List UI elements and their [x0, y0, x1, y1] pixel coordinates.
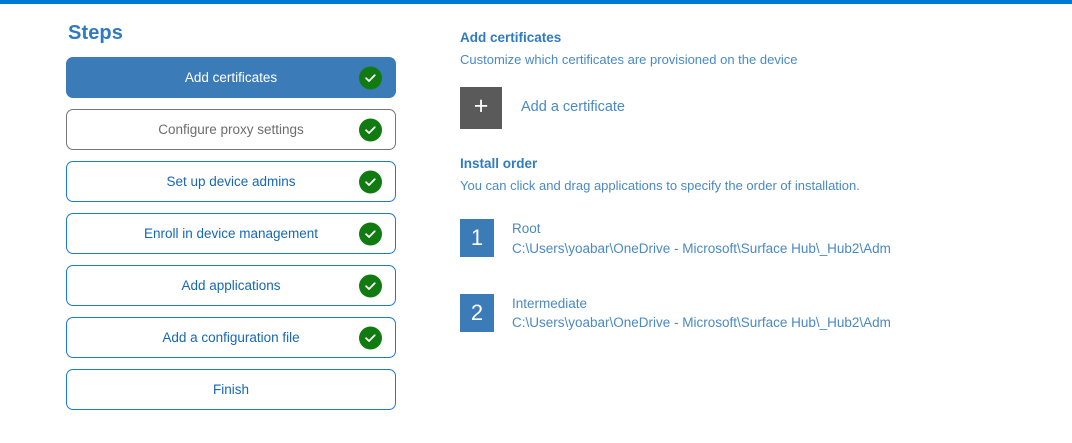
step-label: Enroll in device management: [143, 225, 319, 241]
wizard-page: Steps Add certificates Configure proxy s…: [0, 4, 1072, 443]
step-item-add-certificates[interactable]: Add certificates: [66, 57, 396, 98]
check-circle-icon: [359, 66, 382, 89]
certificates-description: Customize which certificates are provisi…: [460, 52, 798, 68]
certificates-section: Add certificates Customize which certifi…: [460, 30, 1072, 129]
order-item-name: Intermediate: [512, 295, 588, 311]
steps-pane: Steps Add certificates Configure proxy s…: [0, 4, 460, 410]
install-order-item[interactable]: 2 Intermediate C:\Users\yoabar\OneDrive …: [460, 293, 891, 332]
steps-title: Steps: [68, 22, 123, 44]
install-order-section: Install order You can click and drag app…: [460, 156, 1072, 332]
step-item-finish[interactable]: Finish: [66, 369, 396, 410]
steps-list: Add certificates Configure proxy setting…: [66, 57, 396, 410]
step-label: Add applications: [181, 277, 281, 293]
order-item-name: Root: [512, 221, 541, 237]
step-label: Set up device admins: [166, 173, 296, 189]
order-index-badge: 2: [460, 293, 494, 332]
install-order-heading: Install order: [460, 155, 538, 171]
step-item-configure-proxy-settings[interactable]: Configure proxy settings: [66, 109, 396, 150]
add-a-certificate-button[interactable]: + Add a certificate: [460, 86, 625, 129]
plus-icon: +: [460, 86, 502, 129]
order-index-badge: 1: [460, 219, 494, 258]
check-circle-icon: [359, 118, 382, 141]
check-circle-icon: [359, 274, 382, 297]
step-label: Add a configuration file: [162, 329, 300, 345]
check-circle-icon: [359, 170, 382, 193]
step-label: Finish: [212, 381, 249, 397]
order-item-path: C:\Users\yoabar\OneDrive - Microsoft\Sur…: [512, 314, 891, 330]
step-label: Configure proxy settings: [158, 121, 304, 137]
install-order-description: You can click and drag applications to s…: [460, 177, 860, 193]
step-item-add-applications[interactable]: Add applications: [66, 265, 396, 306]
top-accent-bar: [0, 0, 1072, 4]
install-order-item[interactable]: 1 Root C:\Users\yoabar\OneDrive - Micros…: [460, 219, 891, 258]
step-label: Add certificates: [184, 69, 278, 85]
step-item-add-a-configuration-file[interactable]: Add a configuration file: [66, 317, 396, 358]
order-item-text: Intermediate C:\Users\yoabar\OneDrive - …: [512, 294, 891, 332]
order-item-text: Root C:\Users\yoabar\OneDrive - Microsof…: [512, 219, 891, 257]
certificates-heading: Add certificates: [460, 30, 562, 45]
step-item-set-up-device-admins[interactable]: Set up device admins: [66, 161, 396, 202]
install-order-list: 1 Root C:\Users\yoabar\OneDrive - Micros…: [460, 219, 1072, 332]
check-circle-icon: [359, 326, 382, 349]
add-a-certificate-label: Add a certificate: [521, 99, 625, 116]
step-item-enroll-in-device-management[interactable]: Enroll in device management: [66, 213, 396, 254]
check-circle-icon: [359, 222, 382, 245]
order-item-path: C:\Users\yoabar\OneDrive - Microsoft\Sur…: [512, 240, 891, 256]
detail-pane: Add certificates Customize which certifi…: [460, 4, 1072, 368]
